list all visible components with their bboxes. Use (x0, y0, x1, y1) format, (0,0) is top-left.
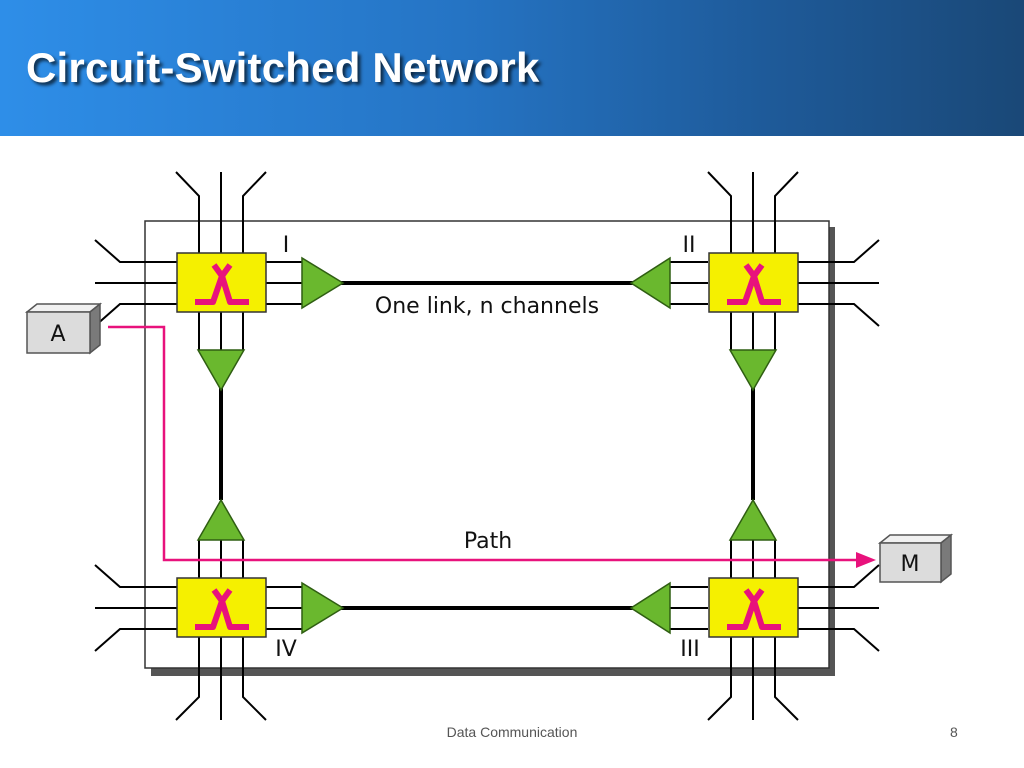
mux-iii-left (629, 581, 671, 635)
mux-ii-left (629, 256, 671, 310)
path-line (108, 325, 876, 568)
switch-ii-external-lines (670, 171, 880, 350)
switch-iv-external-lines (94, 540, 302, 721)
switch-iii-label: III (680, 637, 699, 662)
switch-iii (708, 577, 799, 638)
mux-i-down (196, 349, 246, 392)
slide-header: Circuit-Switched Network (0, 0, 1024, 136)
link-label: One link, n channels (375, 294, 599, 319)
switch-i-external-lines (94, 171, 302, 350)
end-system-a-label: A (50, 322, 65, 347)
switch-i-label: I (283, 233, 290, 258)
mux-ii-down (728, 349, 778, 392)
trunk-links (219, 281, 755, 610)
mux-iv-up (196, 498, 246, 541)
switch-iii-external-lines (670, 540, 880, 721)
slide-footer: Data Communication (446, 724, 578, 740)
switch-ii (708, 252, 799, 313)
switch-iv-label: IV (275, 637, 297, 662)
multiplexers (196, 256, 778, 635)
switch-ii-label: II (683, 233, 696, 258)
end-system-a: A (24, 302, 103, 355)
mux-iv-right (301, 581, 345, 635)
switch-i (176, 252, 267, 313)
end-system-m: M (877, 533, 954, 584)
path-arrowhead (856, 552, 876, 568)
mux-iii-up (728, 498, 778, 541)
slide-title: Circuit-Switched Network (26, 44, 540, 91)
mux-i-right (301, 256, 345, 310)
end-system-m-label: M (901, 552, 920, 577)
path-label: Path (464, 529, 512, 554)
switch-iv (176, 577, 267, 638)
slide-page-number: 8 (950, 724, 958, 740)
